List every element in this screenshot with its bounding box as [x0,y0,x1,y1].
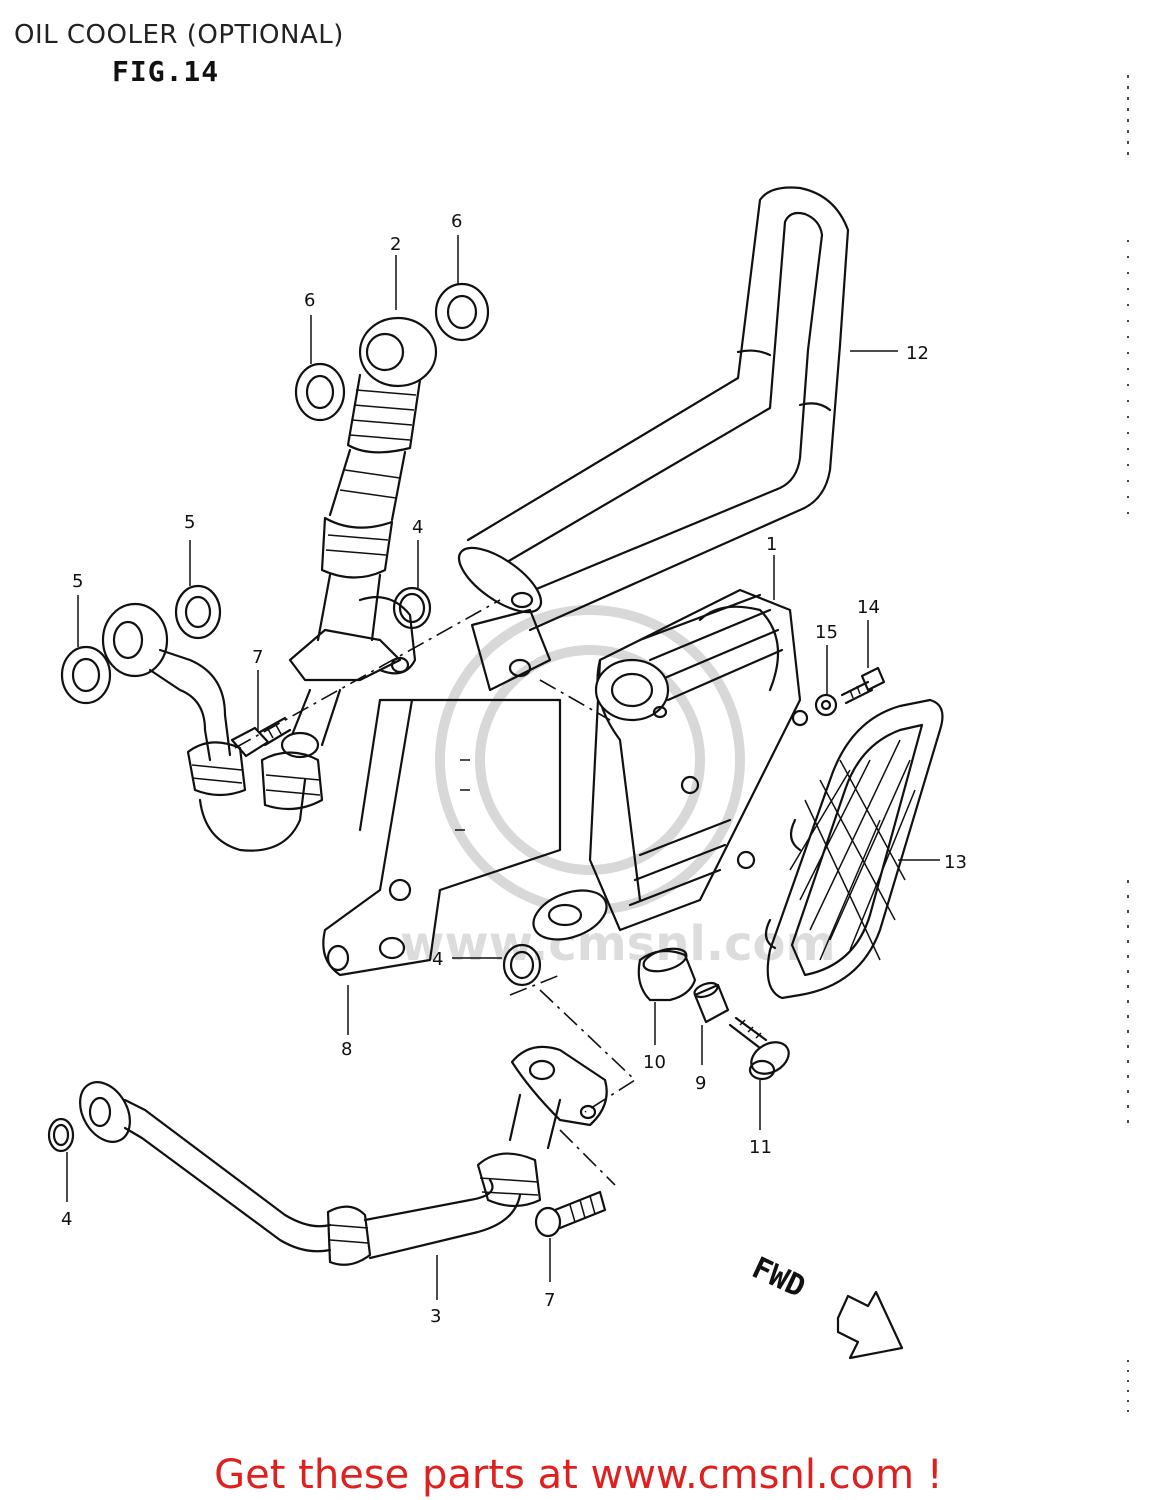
callout-4-upper: 4 [412,517,423,538]
bolt-14-icon[interactable] [840,666,886,705]
callout-4-lower: 4 [61,1209,72,1230]
callout-6-right: 6 [451,211,462,232]
fwd-label: FWD [747,1251,811,1306]
callout-9: 9 [695,1073,706,1094]
washer-6-left-icon[interactable] [294,362,346,422]
assembly-lines [234,599,637,1186]
callout-13: 13 [944,852,967,873]
oring-4-lower-icon[interactable] [47,1117,75,1153]
callout-10: 10 [643,1052,666,1073]
part-5-hose-fitting[interactable] [101,602,324,852]
part-10-grommet[interactable] [637,945,697,1002]
leader-lines [66,235,940,1300]
washer-6-right-icon[interactable] [434,282,490,342]
diagram-title: OIL COOLER (OPTIONAL) [14,20,344,50]
callout-15: 15 [815,622,838,643]
callout-11: 11 [749,1137,772,1158]
figure-number: FIG.14 [112,55,220,88]
oring-4-upper-icon[interactable] [392,586,432,630]
bolt-7-upper-icon[interactable] [230,716,292,758]
washer-5-lower-icon[interactable] [60,645,112,705]
oring-4-middle-icon[interactable] [502,943,542,987]
part-9-collar[interactable] [693,980,730,1024]
callout-1: 1 [766,534,777,555]
callout-6-left: 6 [304,290,315,311]
fwd-indicator: FWD [747,1251,904,1360]
callout-labels: 1 2 3 4 4 4 5 5 6 6 7 7 8 9 10 11 12 13 … [61,211,967,1327]
part-8-bracket[interactable] [322,608,562,977]
bolt-7-lower-icon[interactable] [534,1190,607,1238]
fwd-arrow-icon [836,1290,904,1360]
washers [47,282,838,1153]
washer-15-icon[interactable] [814,693,838,717]
callout-2: 2 [390,234,401,255]
part-3-lower-hose[interactable] [70,1045,608,1266]
callout-7-lower: 7 [544,1290,555,1311]
callout-12: 12 [906,343,929,364]
callout-7-upper: 7 [252,647,263,668]
washer-5-upper-icon[interactable] [174,584,222,640]
callout-4-middle: 4 [432,949,443,970]
callout-5-lower: 5 [72,571,83,592]
callout-3: 3 [430,1306,441,1327]
part-2-upper-hose[interactable] [280,316,438,759]
bolt-11-icon[interactable] [728,1016,794,1081]
part-1-oil-cooler[interactable] [527,588,809,949]
part-12-oil-pipe[interactable] [449,186,850,632]
callout-14: 14 [857,597,880,618]
callout-8: 8 [341,1039,352,1060]
part-13-guard[interactable] [764,698,944,1000]
get-parts-banner[interactable]: Get these parts at www.cmsnl.com ! [214,1452,943,1498]
callout-5-upper: 5 [184,512,195,533]
